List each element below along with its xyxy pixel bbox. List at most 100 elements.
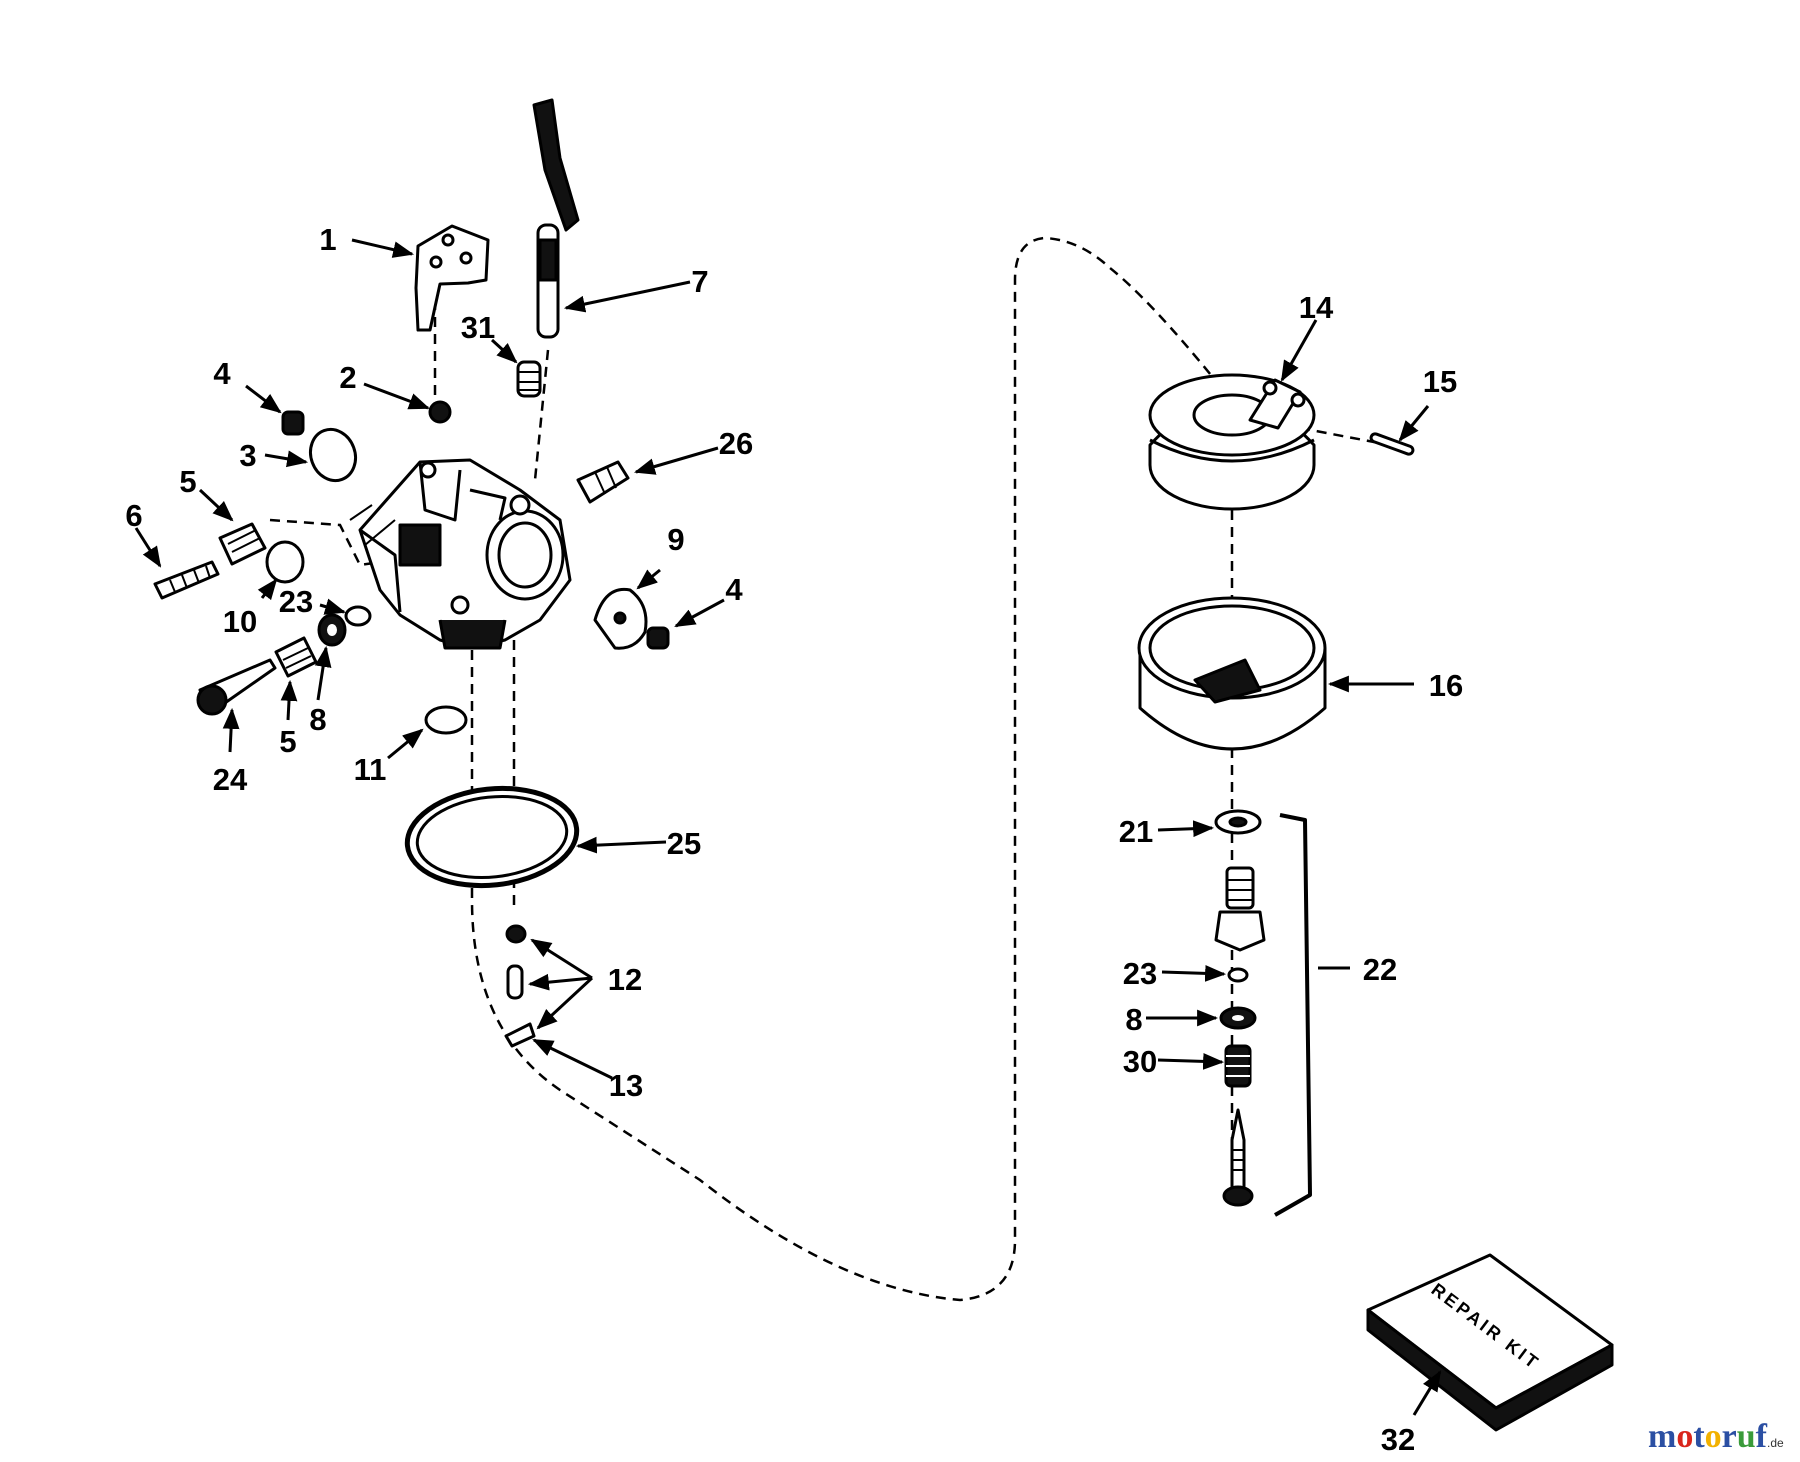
part-3-throttle-plate [308,427,358,483]
right-assembly [1137,373,1415,1217]
arrow-5-lower [280,679,298,721]
part-15-pin [1369,432,1415,456]
guide-choke [269,518,396,567]
callout-11: 11 [354,752,387,787]
part-12-needle [506,964,524,1000]
callout-5: 5 [279,724,296,759]
watermark-suffix: .de [1767,1436,1784,1450]
part-2-screw [428,400,452,424]
callout-23: 23 [279,584,313,619]
callout-16: 16 [1429,668,1463,703]
callout-22: 22 [1363,952,1397,987]
callout-21: 21 [1119,814,1153,849]
motoruf-watermark: motoruf.de [1648,1418,1784,1456]
part-30-spring [1224,1044,1252,1088]
arrow-32 [1412,1370,1442,1416]
callout-32: 32 [1381,1422,1415,1457]
callout-31: 31 [461,310,495,345]
part-12-seal [505,924,527,944]
callout-10: 10 [223,604,257,639]
callout-2: 2 [339,360,356,395]
callout-8: 8 [1125,1002,1142,1037]
callout-24: 24 [213,762,248,797]
arrow-24 [222,707,240,753]
left-assembly [153,98,670,1048]
part-23-washer-right [1227,967,1249,983]
callout-3: 3 [239,438,256,473]
arrow-2 [363,382,430,410]
part-9-choke-plate [593,587,648,650]
arrow-15 [1398,405,1430,442]
part-26-fitting [576,460,630,504]
arrow-10 [257,578,278,601]
part-5-fitting-lower [274,636,318,678]
callout-7: 7 [691,264,708,299]
arrow-13 [532,1038,613,1080]
part-16-float-bowl [1137,596,1327,751]
part-10-gasket [265,540,305,584]
part-22-bracket [1274,813,1312,1217]
callout-4: 4 [213,356,231,391]
part-5-fitting-top [218,522,267,566]
part-7-choke-shaft [532,98,580,339]
watermark-letter: o [1676,1418,1694,1455]
arrow-25 [575,836,667,854]
part-25-gasket-ring [404,785,580,889]
arrow-3 [264,450,309,468]
part-13-clip [504,1022,536,1048]
arrow-21 [1157,820,1215,838]
callout-15: 15 [1423,364,1457,399]
part-31-spring [516,360,542,398]
arrow-23-right [1161,964,1227,982]
watermark-letter: t [1693,1418,1705,1455]
callout-13: 13 [609,1068,643,1103]
arrow-5-top [198,488,234,522]
carburetor-body [349,458,572,650]
part-23-washer [344,605,372,627]
part-4-screw-top [281,410,305,436]
arrow-12-b [527,973,593,991]
callout-6: 6 [125,498,142,533]
part-11-plug [424,705,468,735]
part-14-float [1148,373,1316,511]
arrow-30 [1157,1053,1225,1070]
guide-pump [533,349,550,481]
callout-23: 23 [1123,956,1157,991]
watermark-letter: r [1721,1418,1737,1455]
arrow-4-top [245,384,282,414]
part-1-bracket [414,224,490,332]
arrow-31 [490,338,518,364]
callout-25: 25 [667,826,701,861]
callout-9: 9 [667,522,684,557]
callout-14: 14 [1299,290,1334,325]
callout-8: 8 [309,702,326,737]
arrow-8 [314,645,332,701]
arrow-23 [319,598,347,615]
part-needle-screw [1222,1108,1254,1207]
arrow-12-c [536,976,594,1030]
watermark-letter: u [1736,1418,1756,1455]
guide-loop [470,236,1216,1302]
arrow-11 [387,728,424,760]
arrow-9 [636,568,661,590]
watermark-letter: f [1755,1418,1767,1455]
part-24-needle [196,658,277,716]
arrow-12-a [530,938,593,980]
arrow-4-right [674,598,725,628]
part-32-repair-kit: REPAIR KIT [1366,1253,1614,1432]
part-bowl-nut [1214,866,1266,952]
callout-30: 30 [1123,1044,1157,1079]
watermark-letter: m [1648,1418,1677,1455]
part-4-screw-right [646,626,670,650]
arrow-6 [134,527,162,568]
callout-labels: 1 2 3 4 4 5 5 6 7 8 8 9 10 11 12 13 14 1… [125,222,1463,1457]
callout-5: 5 [179,464,196,499]
leader-arrows [134,238,1442,1416]
callout-4: 4 [725,572,743,607]
arrow-14 [1280,319,1318,382]
callout-12: 12 [608,962,642,997]
arrow-1 [351,238,415,258]
callout-1: 1 [319,222,336,257]
